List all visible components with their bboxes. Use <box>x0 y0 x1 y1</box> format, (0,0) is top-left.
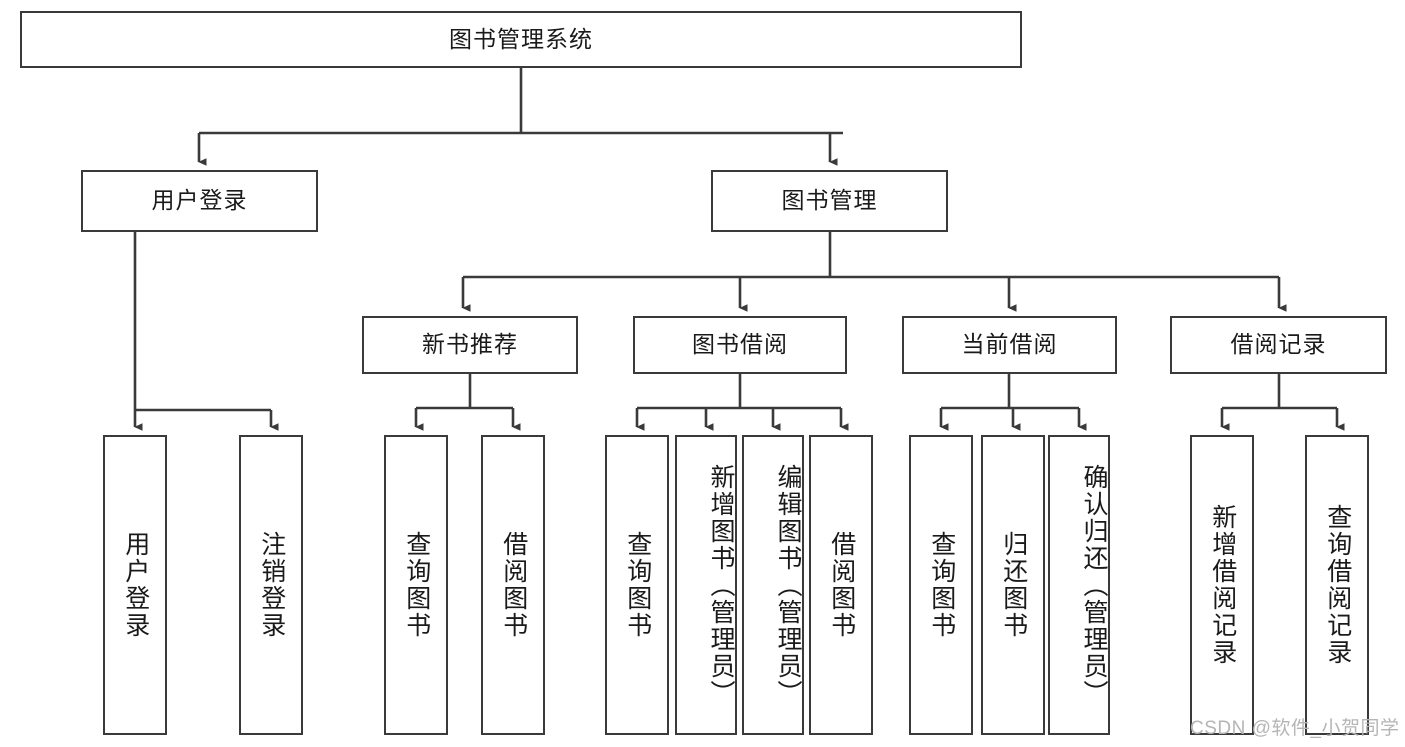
node-borrow-records[interactable]: 借阅记录 <box>1170 316 1387 374</box>
node-current-borrow[interactable]: 当前借阅 <box>902 316 1117 374</box>
node-label: 借阅图书 <box>499 531 528 639</box>
node-label: 新增借阅记录 <box>1208 504 1237 666</box>
node-label: 查询图书 <box>402 531 431 639</box>
leaf-query-books-current[interactable]: 查询图书 <box>909 435 973 735</box>
node-label: 当前借阅 <box>961 331 1058 358</box>
leaf-query-books-recommendation[interactable]: 查询图书 <box>384 435 448 735</box>
leaf-borrow-books-borrow[interactable]: 借阅图书 <box>809 435 873 735</box>
leaf-add-borrow-record[interactable]: 新增借阅记录 <box>1190 435 1254 735</box>
leaf-query-borrow-record[interactable]: 查询借阅记录 <box>1305 435 1369 735</box>
node-label: 查询图书 <box>927 531 956 639</box>
node-book-management[interactable]: 图书管理 <box>711 170 948 232</box>
node-label: 图书管理 <box>781 187 878 214</box>
node-label: 用户登录 <box>121 531 150 639</box>
node-label: 注销登录 <box>257 531 286 639</box>
node-book-borrow[interactable]: 图书借阅 <box>633 316 847 374</box>
node-label: 借阅记录 <box>1230 331 1327 358</box>
leaf-query-books-borrow[interactable]: 查询图书 <box>605 435 669 735</box>
node-label: 图书借阅 <box>692 331 788 358</box>
leaf-borrow-books-recommendation[interactable]: 借阅图书 <box>481 435 545 735</box>
leaf-return-books[interactable]: 归还图书 <box>981 435 1045 735</box>
csdn-watermark: CSDN @软件_小贺同学 <box>1190 718 1400 739</box>
node-label: 确认归还（管理员） <box>1080 463 1108 707</box>
node-label: 归还图书 <box>999 531 1028 639</box>
node-label: 查询图书 <box>623 531 652 639</box>
node-label: 编辑图书（管理员） <box>774 463 802 707</box>
node-label: 用户登录 <box>151 187 248 214</box>
node-label: 图书管理系统 <box>449 25 593 52</box>
node-label: 查询借阅记录 <box>1323 504 1352 666</box>
node-label: 新增图书（管理员） <box>707 463 735 707</box>
node-label: 新书推荐 <box>422 331 518 358</box>
leaf-add-book-admin[interactable]: 新增图书（管理员） <box>675 435 737 735</box>
node-label: 借阅图书 <box>827 531 856 639</box>
node-user-login[interactable]: 用户登录 <box>81 170 318 232</box>
node-root-system[interactable]: 图书管理系统 <box>20 11 1022 68</box>
leaf-user-logout[interactable]: 注销登录 <box>239 435 303 735</box>
leaf-edit-book-admin[interactable]: 编辑图书（管理员） <box>742 435 804 735</box>
leaf-confirm-return-admin[interactable]: 确认归还（管理员） <box>1048 435 1110 735</box>
leaf-user-login[interactable]: 用户登录 <box>103 435 167 735</box>
node-new-book-recommendation[interactable]: 新书推荐 <box>362 316 578 374</box>
